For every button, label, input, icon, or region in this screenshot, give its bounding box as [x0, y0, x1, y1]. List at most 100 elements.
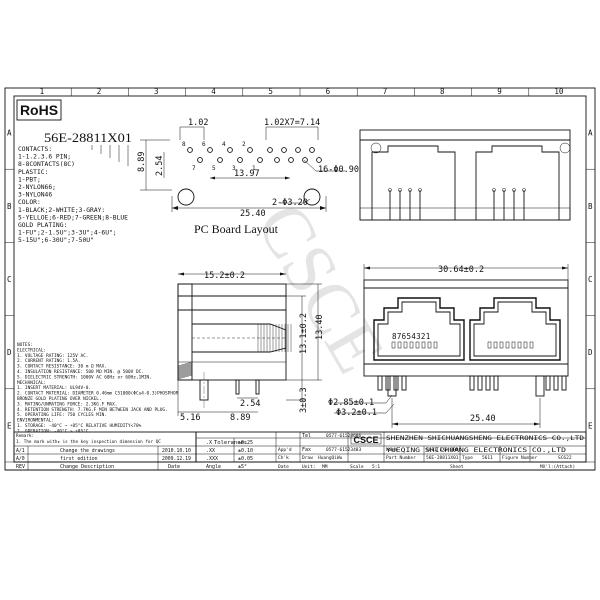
tb-mx-label: MX'l:(Attach): [540, 464, 575, 470]
front-dim-32: Φ3.2±0.1: [336, 408, 377, 418]
grid-col-label: 3: [154, 87, 159, 96]
note-line: 1. STORAGE: -40°C ~ +85°C RELATIVE HUMID…: [17, 423, 142, 429]
grid-col-label: 6: [326, 87, 331, 96]
pcb-pin-hole: [237, 157, 243, 163]
pcb-pin-hole: [288, 157, 294, 163]
rohs-badge: [16, 99, 62, 121]
tb-draw-value: HuangQiWu: [318, 455, 343, 461]
grid-row-label: E: [7, 421, 12, 430]
legend-line: PLASTIC:: [18, 169, 48, 176]
note-line: NOTES:: [17, 342, 33, 348]
tb-fax-label: Fax: [302, 447, 311, 453]
revision-description: Change the drawings: [60, 448, 115, 454]
legend-line: 1-BLACK;2-WHITE;3-GRAY:: [18, 207, 105, 214]
pcb-dim-102: 1.02: [188, 118, 208, 128]
tb-angle: Angle: [206, 464, 221, 470]
pcb-pin-label: 3: [232, 165, 236, 172]
title-block: Tolerances Tel 0577-61523686 Fax 0577-61…: [195, 431, 587, 463]
pcb-pin-hole: [227, 147, 233, 153]
note-line: 4. RETENTION STRENGTH: 7.7KG.F MIN BETWE…: [17, 407, 168, 413]
revision-description: first edition: [60, 456, 98, 462]
pcb-pin-hole: [295, 147, 301, 153]
revision-number: A/1: [16, 448, 25, 454]
mount-hole-left: [177, 188, 195, 206]
grid-col-label: 8: [440, 87, 445, 96]
tb-scale-label: Scale: [350, 464, 364, 470]
side-dim-254: 2.54: [240, 399, 260, 409]
note-line: 3. MATING/UNMATING FORCE: 2.3KG.F MAX.: [17, 401, 117, 407]
pcb-pin-label: 4: [222, 141, 226, 148]
part-code-legend: CONTACTS:1-1.2.3.6 PIN;8-8CONTACTS(8C)PL…: [18, 146, 128, 244]
tb-figure-label: Figure Number: [502, 455, 538, 461]
tb-name-label: Name: [386, 447, 397, 453]
pcb-title: PC Board Layout: [194, 222, 279, 236]
legend-line: 3-NYLON46: [18, 192, 52, 199]
pcb-pin-hole: [274, 157, 280, 163]
side-dim-1340: 13.40: [315, 314, 325, 340]
legend-line: 1-1.2.3.6 PIN;: [18, 154, 71, 161]
tolerance-format: .XXX: [206, 456, 218, 462]
tb-draw-label: Draw: [302, 455, 313, 461]
note-line: 1. The mark with★ is the key inspection …: [16, 439, 161, 445]
pcb-pin-label: 2: [242, 141, 246, 148]
note-line: 5. OPERATING LIFE: 750 CYCLES MIN.: [17, 412, 107, 418]
title-fields: HuangQiWu Ch'k App'd Name 5611 1X2 8P8C …: [278, 447, 572, 461]
front-pin-numbers: 87654321: [392, 332, 431, 341]
note-line: Remark:: [16, 433, 34, 439]
grid-row-label: C: [7, 275, 12, 284]
grid-row-label: D: [588, 348, 593, 357]
revision-date: 2009.12.19: [162, 456, 191, 462]
rear-view: [359, 129, 571, 221]
pcb-pin-label: 6: [202, 141, 206, 148]
note-line: 2. CONTACT MATERIAL: DIAMETER 0.46mm C51…: [17, 391, 179, 397]
legend-line: 8-8CONTACTS(8C): [18, 161, 75, 168]
tb-app-label: App'd: [278, 447, 292, 453]
note-line: 4. INSULATION RESISTANCE: 500 MΩ MIN. @ …: [17, 369, 144, 375]
tb-type-label: Type: [462, 455, 473, 461]
tb-rev-date-header: Date: [168, 464, 180, 470]
grid-row-label: E: [588, 421, 593, 430]
legend-line: 2-NYLON66;: [18, 184, 56, 191]
grid-col-label: 2: [97, 87, 102, 96]
tb-sheet-label: Sheet: [450, 464, 464, 470]
grid-col-label: 5: [268, 87, 273, 96]
grid-row-label: A: [7, 129, 12, 138]
tb-part-label: Part Number: [386, 455, 416, 461]
grid-row-label: C: [588, 275, 593, 284]
legend-line: 5-YELLOE;6-RED;7-GREEN;8-BLUE: [18, 214, 128, 221]
tb-company-2: YUEQING SHICHUANG ELECTRONICS CO.,LTD: [386, 447, 566, 454]
pcb-dim-889: 8.89: [137, 152, 147, 172]
pcb-dim-16-holes: 16-Φ0.90: [318, 165, 359, 175]
pcb-dim-102x7: 1.02X7=7.14: [264, 118, 320, 128]
side-dim-516: 5.16: [180, 413, 200, 423]
side-dim-3: 3±0.3: [299, 387, 309, 413]
tb-tolerances: Tolerances: [214, 440, 247, 446]
title-bottom-strip: REV Change Description Date Angle ±5° Da…: [5, 461, 595, 471]
mount-hole-right: [303, 188, 321, 206]
pcb-pin-hole: [257, 157, 263, 163]
tb-tel-label: Tel: [302, 433, 311, 439]
part-code-callouts: [91, 145, 129, 166]
front-dim-285: Φ2.85±0.1: [328, 398, 374, 408]
tb-chk-label: Ch'k: [278, 455, 289, 461]
legend-line: 1-FU";2-1.5U";3-3U";4-6U";: [18, 230, 117, 237]
note-line: 1. VOLTAGE RATING: 125V AC.: [17, 353, 88, 359]
tb-type-value: 5611: [482, 455, 493, 461]
legend-line: CONTACTS:: [18, 146, 52, 153]
side-dim-889: 8.89: [230, 413, 250, 423]
tb-scale-value: 5:1: [372, 464, 380, 470]
grid-row-label: A: [588, 129, 593, 138]
note-line: 2. CURRENT RATING: 1.5A.: [17, 358, 80, 364]
legend-line: 5-15U";6-30U";7-50U": [18, 237, 94, 244]
tb-angle-tol: ±5°: [238, 464, 247, 470]
note-line: MECHANICAL:: [17, 380, 46, 386]
tb-unit-label: Unit:: [302, 464, 316, 470]
tb-rev-desc-header: Change Description: [60, 464, 114, 470]
pcb-dim-2-holes: 2-Φ3.20: [272, 198, 308, 208]
notes-block: NOTES:ELECTRICAL:1. VOLTAGE RATING: 125V…: [17, 342, 179, 434]
tb-company-1: SHENZHEN SHICHUANGSHENG ELECTRONICS CO.,…: [386, 435, 584, 442]
pcb-pin-hole: [197, 157, 203, 163]
pcb-pin-hole: [281, 147, 287, 153]
pcb-pin-hole: [247, 147, 253, 153]
